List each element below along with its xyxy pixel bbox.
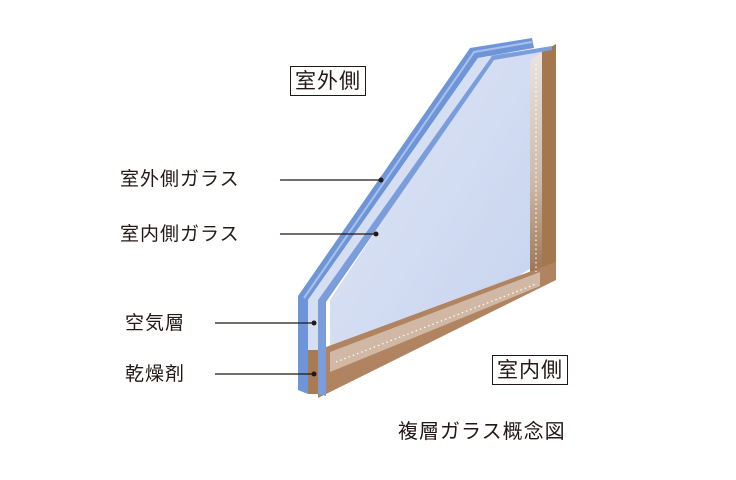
inner-glass-face (330, 48, 548, 390)
leader-lines (215, 179, 381, 375)
air-layer-label: 空気層 (125, 312, 186, 334)
dot-outer-glass (378, 177, 384, 183)
desiccant-label: 乾燥剤 (125, 363, 186, 385)
outer-glass-label: 室外側ガラス (120, 168, 240, 190)
outer-glass-edge-highlight (303, 41, 533, 299)
dot-desiccant (311, 371, 317, 377)
indoor-side-label: 室内側 (492, 355, 568, 385)
dot-air-layer (311, 320, 317, 326)
outdoor-side-label: 室外側 (290, 66, 366, 96)
diagram-caption: 複層ガラス概念図 (398, 419, 566, 443)
inner-glass-label: 室内側ガラス (120, 223, 240, 245)
right-spacer-brown (542, 44, 556, 270)
dot-inner-glass (373, 231, 379, 237)
bottom-spacer-light (330, 272, 540, 372)
